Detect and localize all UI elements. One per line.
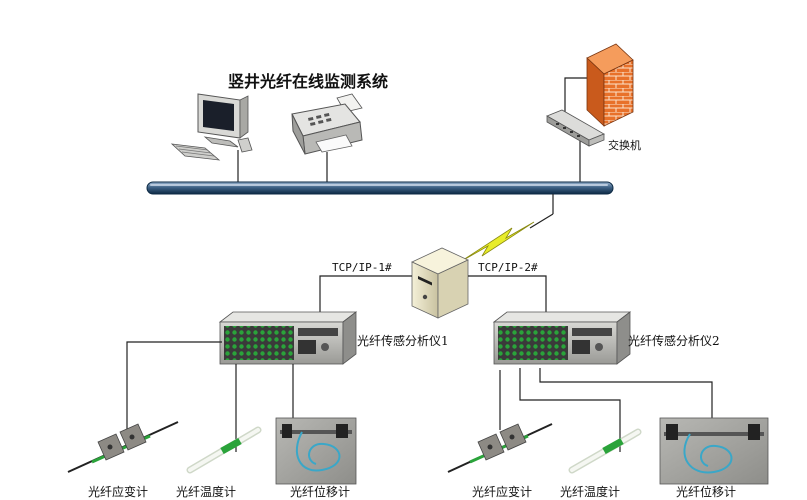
analyzer-device-icon xyxy=(218,311,358,365)
link-right-label: TCP/IP-2# xyxy=(478,261,538,274)
link-left-label: TCP/IP-1# xyxy=(332,261,392,274)
sensor-right-disp-label: 光纤位移计 xyxy=(676,484,736,499)
sensor-left-disp-label: 光纤位移计 xyxy=(290,484,350,499)
strain-gauge-icon xyxy=(447,423,553,473)
diagram-title: 竖井光纤在线监测系统 xyxy=(228,72,388,91)
network-bus xyxy=(146,181,614,195)
sensor-right-strain-label: 光纤应变计 xyxy=(472,484,532,499)
fax-printer-icon xyxy=(291,93,363,155)
displacement-meter-icon xyxy=(275,417,357,485)
sensor-left-thermo-label: 光纤温度计 xyxy=(176,484,236,499)
analyzer-links xyxy=(319,275,547,312)
sensor-wires xyxy=(126,341,713,452)
top-connections xyxy=(237,77,587,183)
thermometer-icon xyxy=(568,428,642,474)
analyzer-device-icon xyxy=(492,311,632,365)
sensor-left-strain-label: 光纤应变计 xyxy=(88,484,148,499)
thermometer-icon xyxy=(186,426,262,474)
server-icon xyxy=(411,247,469,319)
sensor-right-thermo-label: 光纤温度计 xyxy=(560,484,620,499)
analyzer-1-label: 光纤传感分析仪1 xyxy=(357,333,449,348)
analyzer-2-label: 光纤传感分析仪2 xyxy=(628,333,720,348)
switch-label: 交换机 xyxy=(608,138,641,152)
displacement-meter-icon xyxy=(659,417,769,485)
strain-gauge-icon xyxy=(67,421,179,473)
firewall-icon xyxy=(586,43,634,127)
switch-icon xyxy=(546,109,605,147)
workstation-icon xyxy=(170,93,253,161)
wireless-link-icon xyxy=(459,194,554,263)
